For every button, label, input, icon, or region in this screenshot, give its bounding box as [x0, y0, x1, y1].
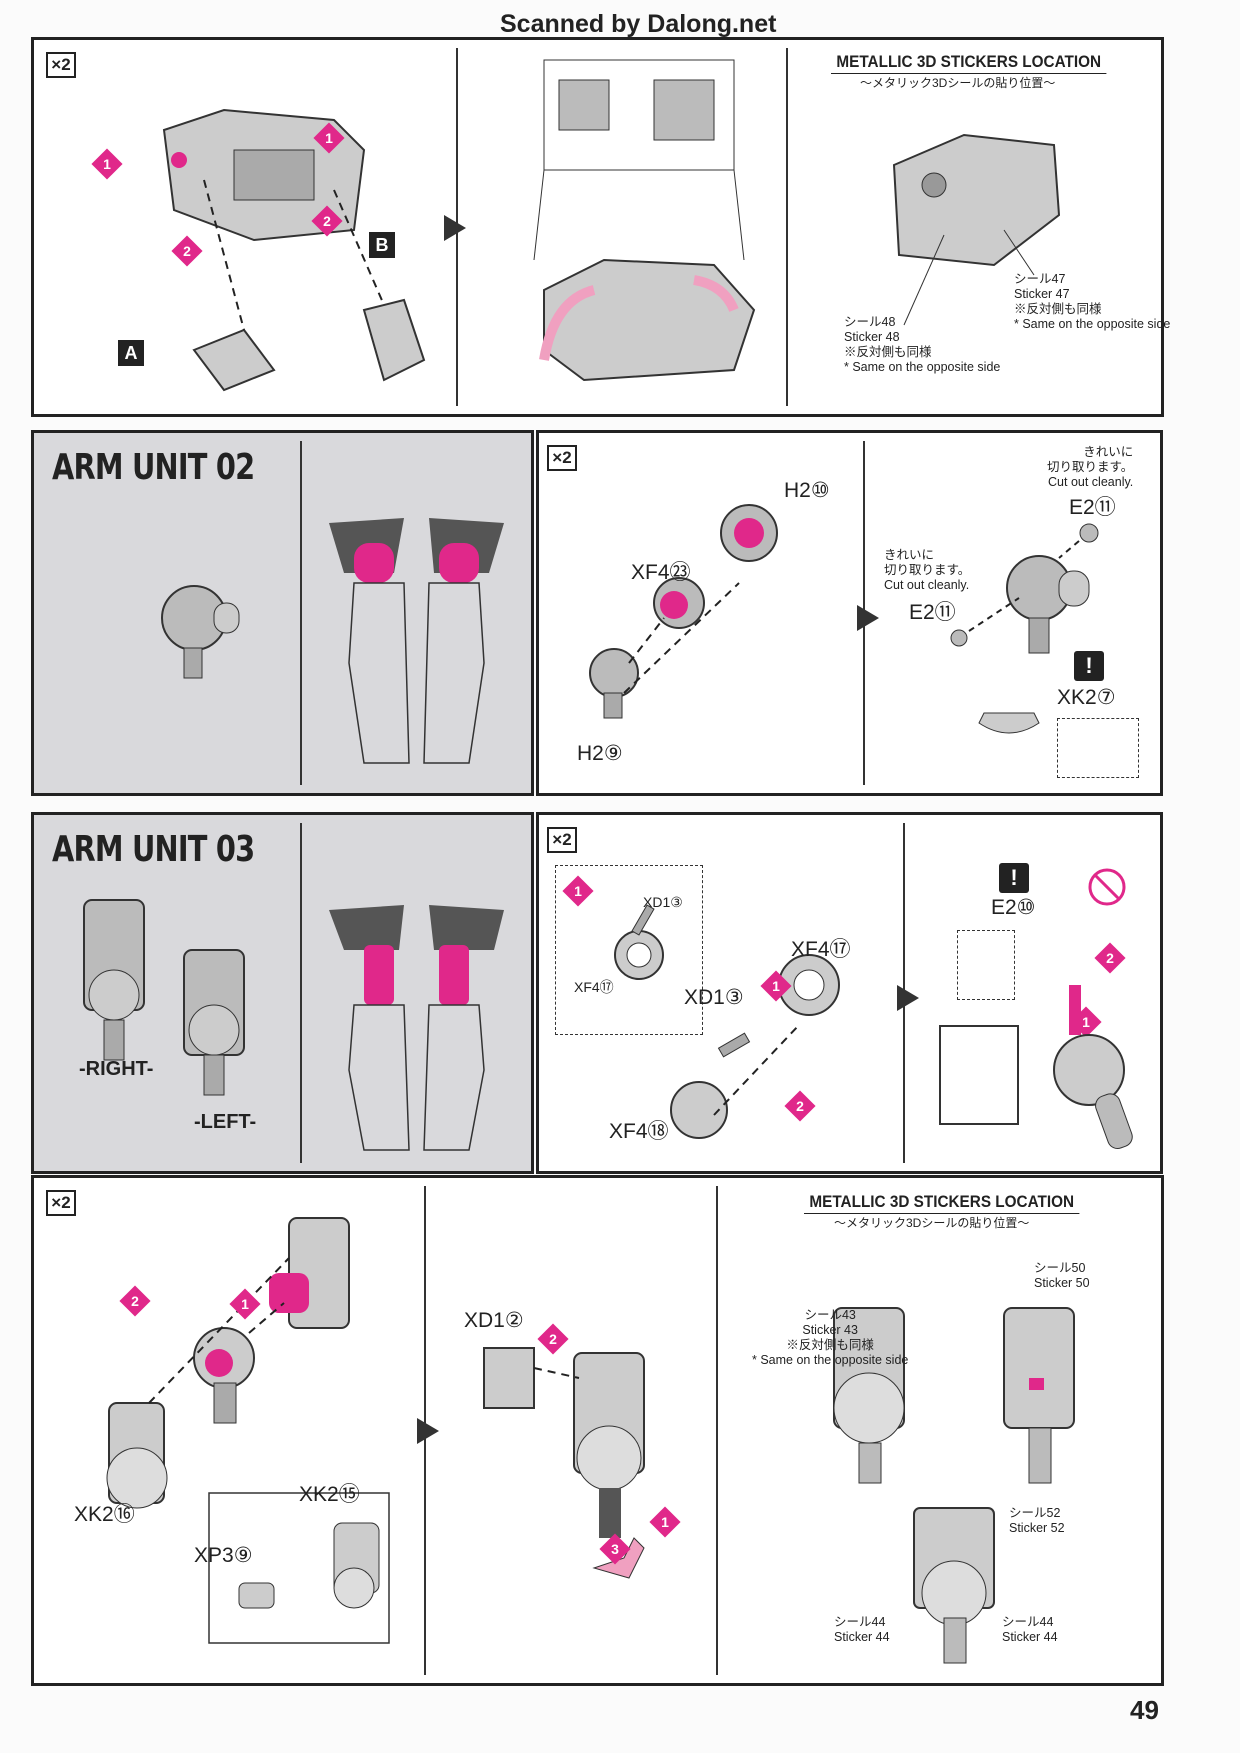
arm-02-assembly-illustration	[589, 504, 778, 719]
part-label: XF4㉓	[631, 561, 691, 584]
arm-unit-02-illustration	[161, 585, 240, 679]
step-badge: 1	[760, 970, 792, 1002]
forearm-hatch-illustration	[483, 1347, 645, 1579]
stickers-location-subtitle: ～メタリック3Dシールの貼り位置～	[860, 76, 1056, 90]
part-label: XD1③	[643, 894, 683, 910]
part-label: XF4⑰	[574, 979, 614, 995]
detail-inset	[1057, 718, 1139, 778]
shoulder-joint-illustration	[950, 523, 1099, 734]
next-step-arrow	[857, 605, 879, 631]
page-number: 49	[1130, 1695, 1159, 1725]
step-panel-bottom: ×2 2 1 XK2⑯ XK2⑮ XP3⑨ XD1② 2 1 3 METALLI…	[31, 1175, 1164, 1686]
next-step-arrow	[444, 215, 466, 241]
scan-header: Scanned by Dalong.net	[500, 10, 777, 38]
part-label-a: A	[118, 340, 144, 366]
multiplier-badge: ×2	[46, 1190, 76, 1216]
stickers-location-title: METALLIC 3D STICKERS LOCATION	[831, 52, 1107, 74]
multiplier-badge: ×2	[547, 445, 577, 471]
arm-unit-03-overview: ARM UNIT 03 -RIGHT- -LEFT-	[31, 812, 534, 1174]
part-label-b: B	[369, 232, 395, 258]
warning-icon: !	[1074, 651, 1104, 681]
no-cutting-icon	[1088, 868, 1126, 906]
warning-icon: !	[999, 863, 1029, 893]
cut-cleanly-note: きれいに 切り取ります。Cut out cleanly.	[1047, 445, 1134, 489]
step-badge: 3	[599, 1533, 631, 1565]
part-label: H2⑨	[577, 742, 623, 765]
cut-cleanly-note: きれいに 切り取ります。Cut out cleanly.	[884, 548, 971, 592]
multiplier-badge: ×2	[46, 52, 76, 78]
detail-inset	[939, 1025, 1019, 1125]
stickers-location-title: METALLIC 3D STICKERS LOCATION	[804, 1192, 1080, 1214]
step-badge: 2	[784, 1090, 816, 1122]
body-location-diagram	[329, 905, 504, 1151]
right-label: -RIGHT-	[79, 1058, 154, 1080]
part-label: XD1②	[464, 1309, 524, 1332]
step-badge: 1	[562, 875, 594, 907]
arm-unit-03-steps: ×2 1 XD1③ XF4⑰ XF4⑰ XD1③ XF4⑱ 1 2 ! E2⑩ …	[536, 812, 1163, 1174]
part-label: H2⑩	[784, 479, 830, 502]
detail-inset	[957, 930, 1015, 1000]
assembled-torso-illustration	[533, 59, 756, 382]
part-label: XK2⑦	[1057, 686, 1116, 709]
section-title: ARM UNIT 03	[52, 829, 255, 870]
part-label: XP3⑨	[194, 1544, 253, 1567]
part-label: XF4⑱	[609, 1120, 669, 1143]
arm-unit-02-overview: ARM UNIT 02	[31, 430, 534, 796]
divider	[300, 441, 302, 785]
step-badge: 1	[229, 1288, 261, 1320]
step-badge: 1	[91, 148, 123, 180]
divider	[716, 1186, 718, 1675]
part-label: XF4⑰	[791, 938, 851, 961]
step-badge: 1	[649, 1506, 681, 1538]
forearm-sticker-illustration	[833, 1307, 1075, 1664]
step-badge: 2	[311, 205, 343, 237]
next-step-arrow	[417, 1418, 439, 1444]
detail-inset	[555, 865, 703, 1035]
step-badge: 2	[1094, 942, 1126, 974]
part-label: XD1③	[684, 986, 744, 1009]
step-badge: 1	[313, 122, 345, 154]
step-panel-top: ×2 1 2 1 2 A B METALLIC 3D STICKERS LOCA…	[31, 37, 1170, 417]
part-label: E2⑪	[1069, 496, 1116, 519]
multiplier-badge: ×2	[547, 827, 577, 853]
step-badge: 2	[119, 1285, 151, 1317]
arm-unit-03-illustration	[83, 899, 245, 1096]
torso-part-illustration	[162, 108, 426, 392]
forearm-assembly-illustration	[106, 1217, 390, 1644]
body-location-diagram	[329, 518, 504, 764]
shoulder-part-illustration	[1053, 985, 1133, 1149]
part-label: E2⑩	[991, 896, 1036, 919]
divider	[300, 823, 302, 1163]
stickers-location-subtitle: ～メタリック3Dシールの貼り位置～	[834, 1216, 1030, 1230]
next-step-arrow	[897, 985, 919, 1011]
torso-sticker-illustration	[892, 133, 1061, 326]
part-label: XK2⑯	[74, 1503, 135, 1526]
arm-unit-02-steps: ×2 H2⑩ XF4㉓ H2⑨ きれいに 切り取ります。Cut out clea…	[536, 430, 1163, 796]
divider	[786, 48, 788, 406]
section-title: ARM UNIT 02	[52, 447, 255, 488]
left-label: -LEFT-	[194, 1111, 257, 1133]
step-badge: 2	[171, 235, 203, 267]
part-label: E2⑪	[909, 601, 956, 624]
part-label: XK2⑮	[299, 1483, 360, 1506]
